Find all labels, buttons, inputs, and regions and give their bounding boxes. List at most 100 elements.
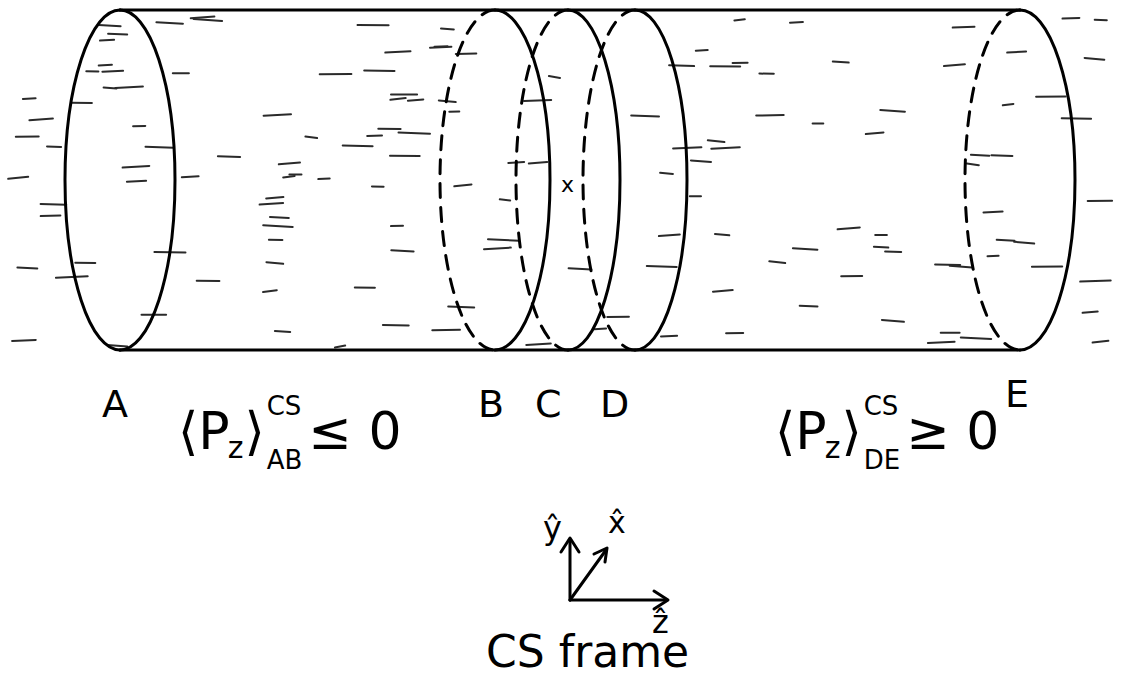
fluid-dash [123,166,150,168]
fluid-dash [708,140,725,142]
fluid-dash [549,76,560,78]
fluid-dash [1085,58,1105,60]
fluid-dash [874,246,888,249]
x-arrowhead [594,548,607,562]
fluid-dash [971,155,989,156]
fluid-dash [385,51,410,52]
section-letter: A [102,385,128,423]
fluid-dash [86,70,98,72]
fluid-dash [524,99,551,102]
fluid-dash [529,162,547,163]
fluid-dash [182,176,199,177]
fluid-dash [660,173,673,174]
fluid-dash [449,111,459,113]
axis-label: x̂ [608,508,626,538]
fluid-dash [448,306,474,309]
fluid-dash [484,248,511,250]
fluid-dash [275,330,290,333]
fluid-dash [594,328,606,331]
inequality: ≥ 0 [906,405,999,457]
fluid-dash [988,255,999,258]
fluid-dash [759,73,773,75]
fluid-dash [631,116,659,117]
fluid-dash [696,49,708,52]
x-axis [570,550,606,600]
section-letter: B [478,385,504,423]
center-mark: x [561,174,574,196]
frame-superscript: CS [864,393,899,419]
fluid-dash [756,114,784,117]
fluid-dash [838,227,860,229]
inequality: ≤ 0 [308,405,401,457]
fluid-dash [146,147,174,148]
fluid-dash [967,164,979,166]
fluid-dash [800,305,818,308]
momentum-bracket: ⟨P [178,405,230,457]
fluid-dash [173,72,189,74]
section-subscript: AB [267,447,303,473]
fluid-dash [391,225,403,227]
section-c-front [568,10,620,350]
fluid-dash [713,290,733,292]
momentum-bracket: ⟩ [244,405,264,457]
fluid-dash [12,340,36,341]
fluid-dash [408,99,423,100]
fluid-dash [961,338,991,339]
fluid-dash [391,93,417,95]
fluid-dash [16,136,39,138]
fluid-dash [1093,341,1109,343]
fluid-dash [734,19,744,20]
fluid-dash [29,119,53,121]
fluid-dash [372,185,384,187]
fluid-dash [71,102,92,104]
fluid-dash [1003,104,1014,105]
fluid-dash [378,128,400,130]
fluid-dash [269,239,283,241]
momentum-subscript: z [228,433,244,463]
fluid-dash [399,133,431,134]
section-e-front [1020,10,1075,350]
section-a-front [120,10,175,350]
fluid-dash [841,275,862,277]
fluid-dash [441,28,454,31]
section-b-back [440,10,495,350]
section-letter: D [600,385,629,423]
fluid-dash [390,155,420,157]
fluid-dash [1088,200,1112,202]
fluid-dash [270,217,289,218]
fluid-dash [813,123,824,125]
fluid-dash [882,320,904,322]
fluid-dash [1095,19,1107,22]
fluid-dash [726,332,743,334]
fluid-dash [659,235,680,237]
section-b-front [495,10,550,350]
fluid-dash [710,65,740,67]
fluid-dash [390,98,405,100]
fluid-dash [318,178,329,181]
y-arrowhead [561,538,579,552]
fluid-dash [266,197,283,198]
fluid-dash [790,21,803,24]
fluid-dash [715,234,729,235]
fluid-dash [100,39,114,42]
fluid-dash [41,203,67,206]
fluid-dash [928,342,955,343]
fluid-dash [1036,96,1066,98]
fluid-dash [647,265,677,268]
fluid-dash [99,64,112,67]
fluid-dash [430,47,451,48]
fluid-dash [263,290,277,292]
z-axis [570,599,666,602]
fluid-dash [885,251,901,253]
momentum-bracket: ⟨P [775,405,827,457]
fluid-dash [266,262,283,264]
fluid-dash [875,234,887,236]
fluid-dash [41,215,61,218]
fluid-dash [769,261,785,263]
section-c-back [516,10,568,350]
fluid-dash [260,203,284,205]
fluid-dash [218,155,240,158]
fluid-dash [953,26,975,29]
cylinder [65,10,1075,350]
